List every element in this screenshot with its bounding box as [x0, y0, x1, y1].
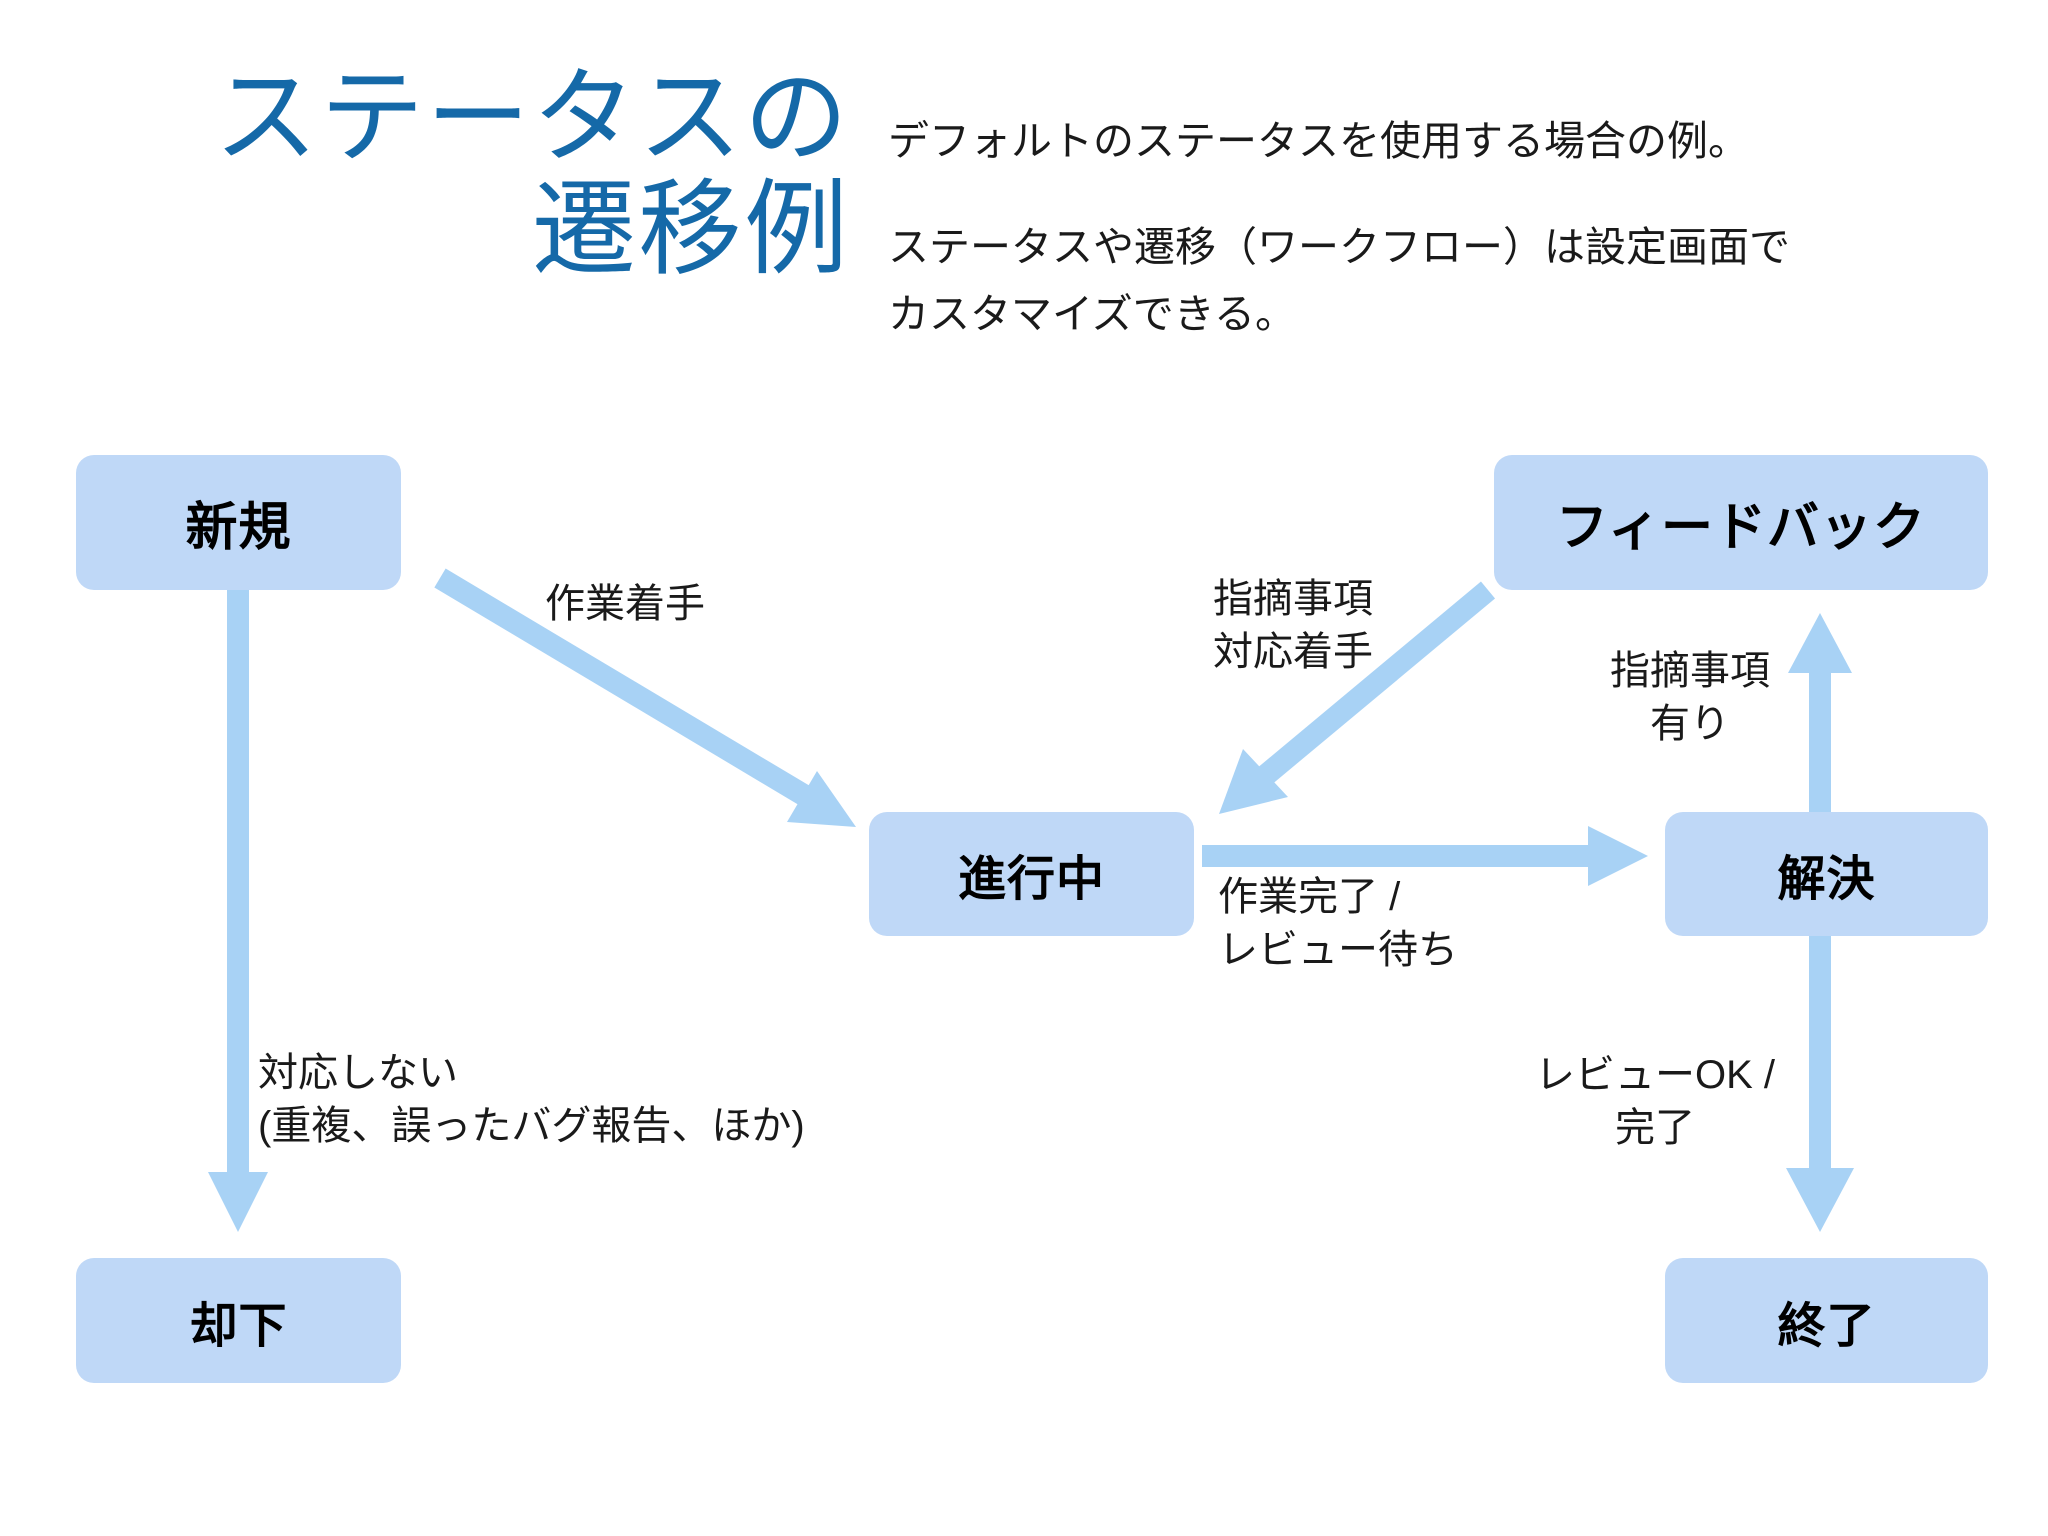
edge-label-new-to-rejected: 対応しない (重複、誤ったバグ報告、ほか): [258, 1051, 805, 1148]
edge-label-feedback-to-progress: 指摘事項 対応着手: [1213, 577, 1373, 674]
status-node-progress[interactable]: 進行中: [869, 812, 1194, 936]
description-line-2: ステータスや遷移（ワークフロー）は設定画面で: [888, 224, 1790, 271]
description-block: デフォルトのステータスを使用する場合の例。 ステータスや遷移（ワークフロー）は設…: [888, 108, 1998, 347]
edge-label-resolved-to-feedback: 指摘事項 有り: [1610, 649, 1770, 746]
edge-label-resolved-to-closed: レビューOK / 完了: [1534, 1053, 1776, 1150]
status-node-resolved[interactable]: 解決: [1665, 812, 1988, 936]
description-line-3: カスタマイズできる。: [888, 290, 1296, 337]
edge-label-new-to-progress: 作業着手: [545, 582, 705, 626]
edge-label-progress-to-resolved: 作業完了 / レビュー待ち: [1218, 875, 1458, 972]
status-node-new[interactable]: 新規: [76, 455, 401, 590]
page-title: ステータスの 遷移例: [213, 60, 850, 289]
status-node-feedback[interactable]: フィードバック: [1494, 455, 1988, 590]
description-line-1: デフォルトのステータスを使用する場合の例。: [888, 118, 1749, 164]
status-node-closed[interactable]: 終了: [1665, 1258, 1988, 1383]
status-node-rejected[interactable]: 却下: [76, 1258, 401, 1383]
